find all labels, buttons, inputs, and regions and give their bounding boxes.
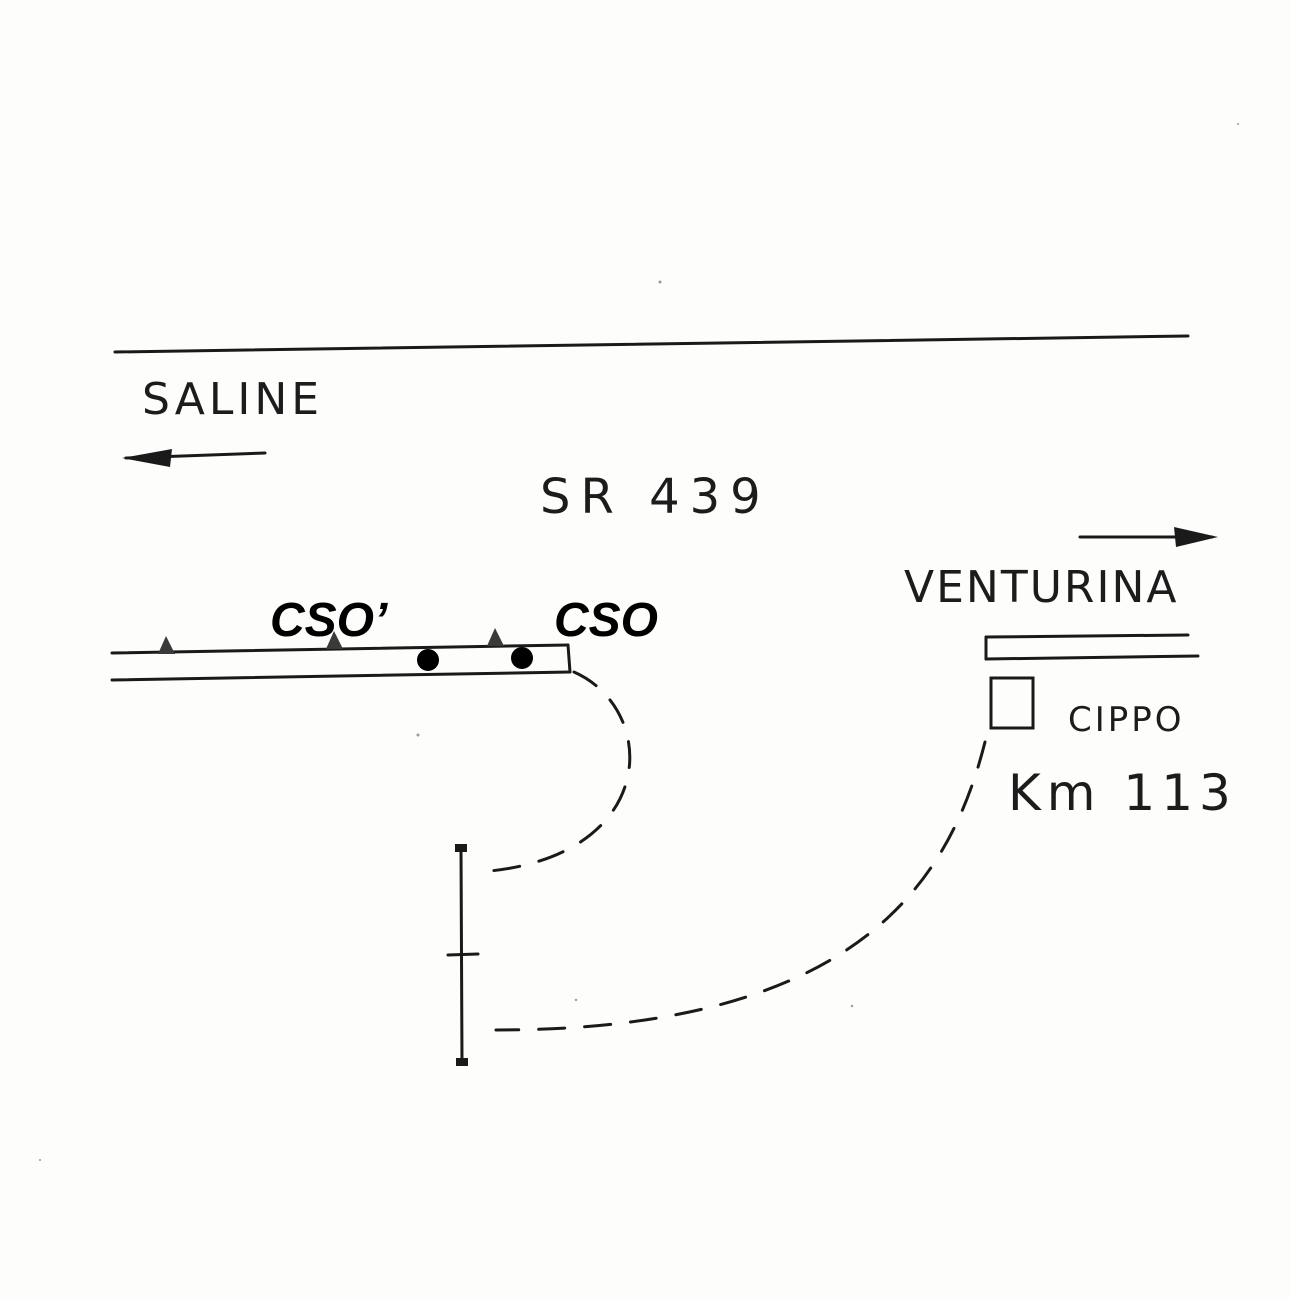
black-dot-marker xyxy=(417,649,439,671)
triangle-marker-icon xyxy=(487,628,504,646)
right-platform xyxy=(984,633,1200,661)
venturina-label: VENTURINA xyxy=(904,562,1178,613)
cippo-label: CIPPO xyxy=(1068,700,1185,740)
left-platform xyxy=(110,643,572,682)
road-name-label: SR 439 xyxy=(540,469,771,525)
cso-prime-label: CSO’ xyxy=(270,594,388,647)
dashed-path-inner xyxy=(476,670,632,874)
dashed-path-outer xyxy=(494,740,987,1032)
vertical-barrier xyxy=(446,844,480,1066)
right-arrow-icon xyxy=(1078,527,1218,547)
km-label: Km 113 xyxy=(1008,764,1237,822)
cso-label: CSO xyxy=(554,594,658,647)
platform-markers xyxy=(158,628,504,654)
road-edge-line xyxy=(113,334,1190,354)
left-arrow-icon xyxy=(122,449,267,467)
cippo-marker-box xyxy=(989,676,1035,730)
triangle-marker-icon xyxy=(158,636,175,654)
triangle-marker-icon xyxy=(326,631,343,649)
paper-texture xyxy=(39,123,1239,1161)
black-dot-marker xyxy=(511,647,533,669)
saline-label: SALINE xyxy=(142,374,323,425)
